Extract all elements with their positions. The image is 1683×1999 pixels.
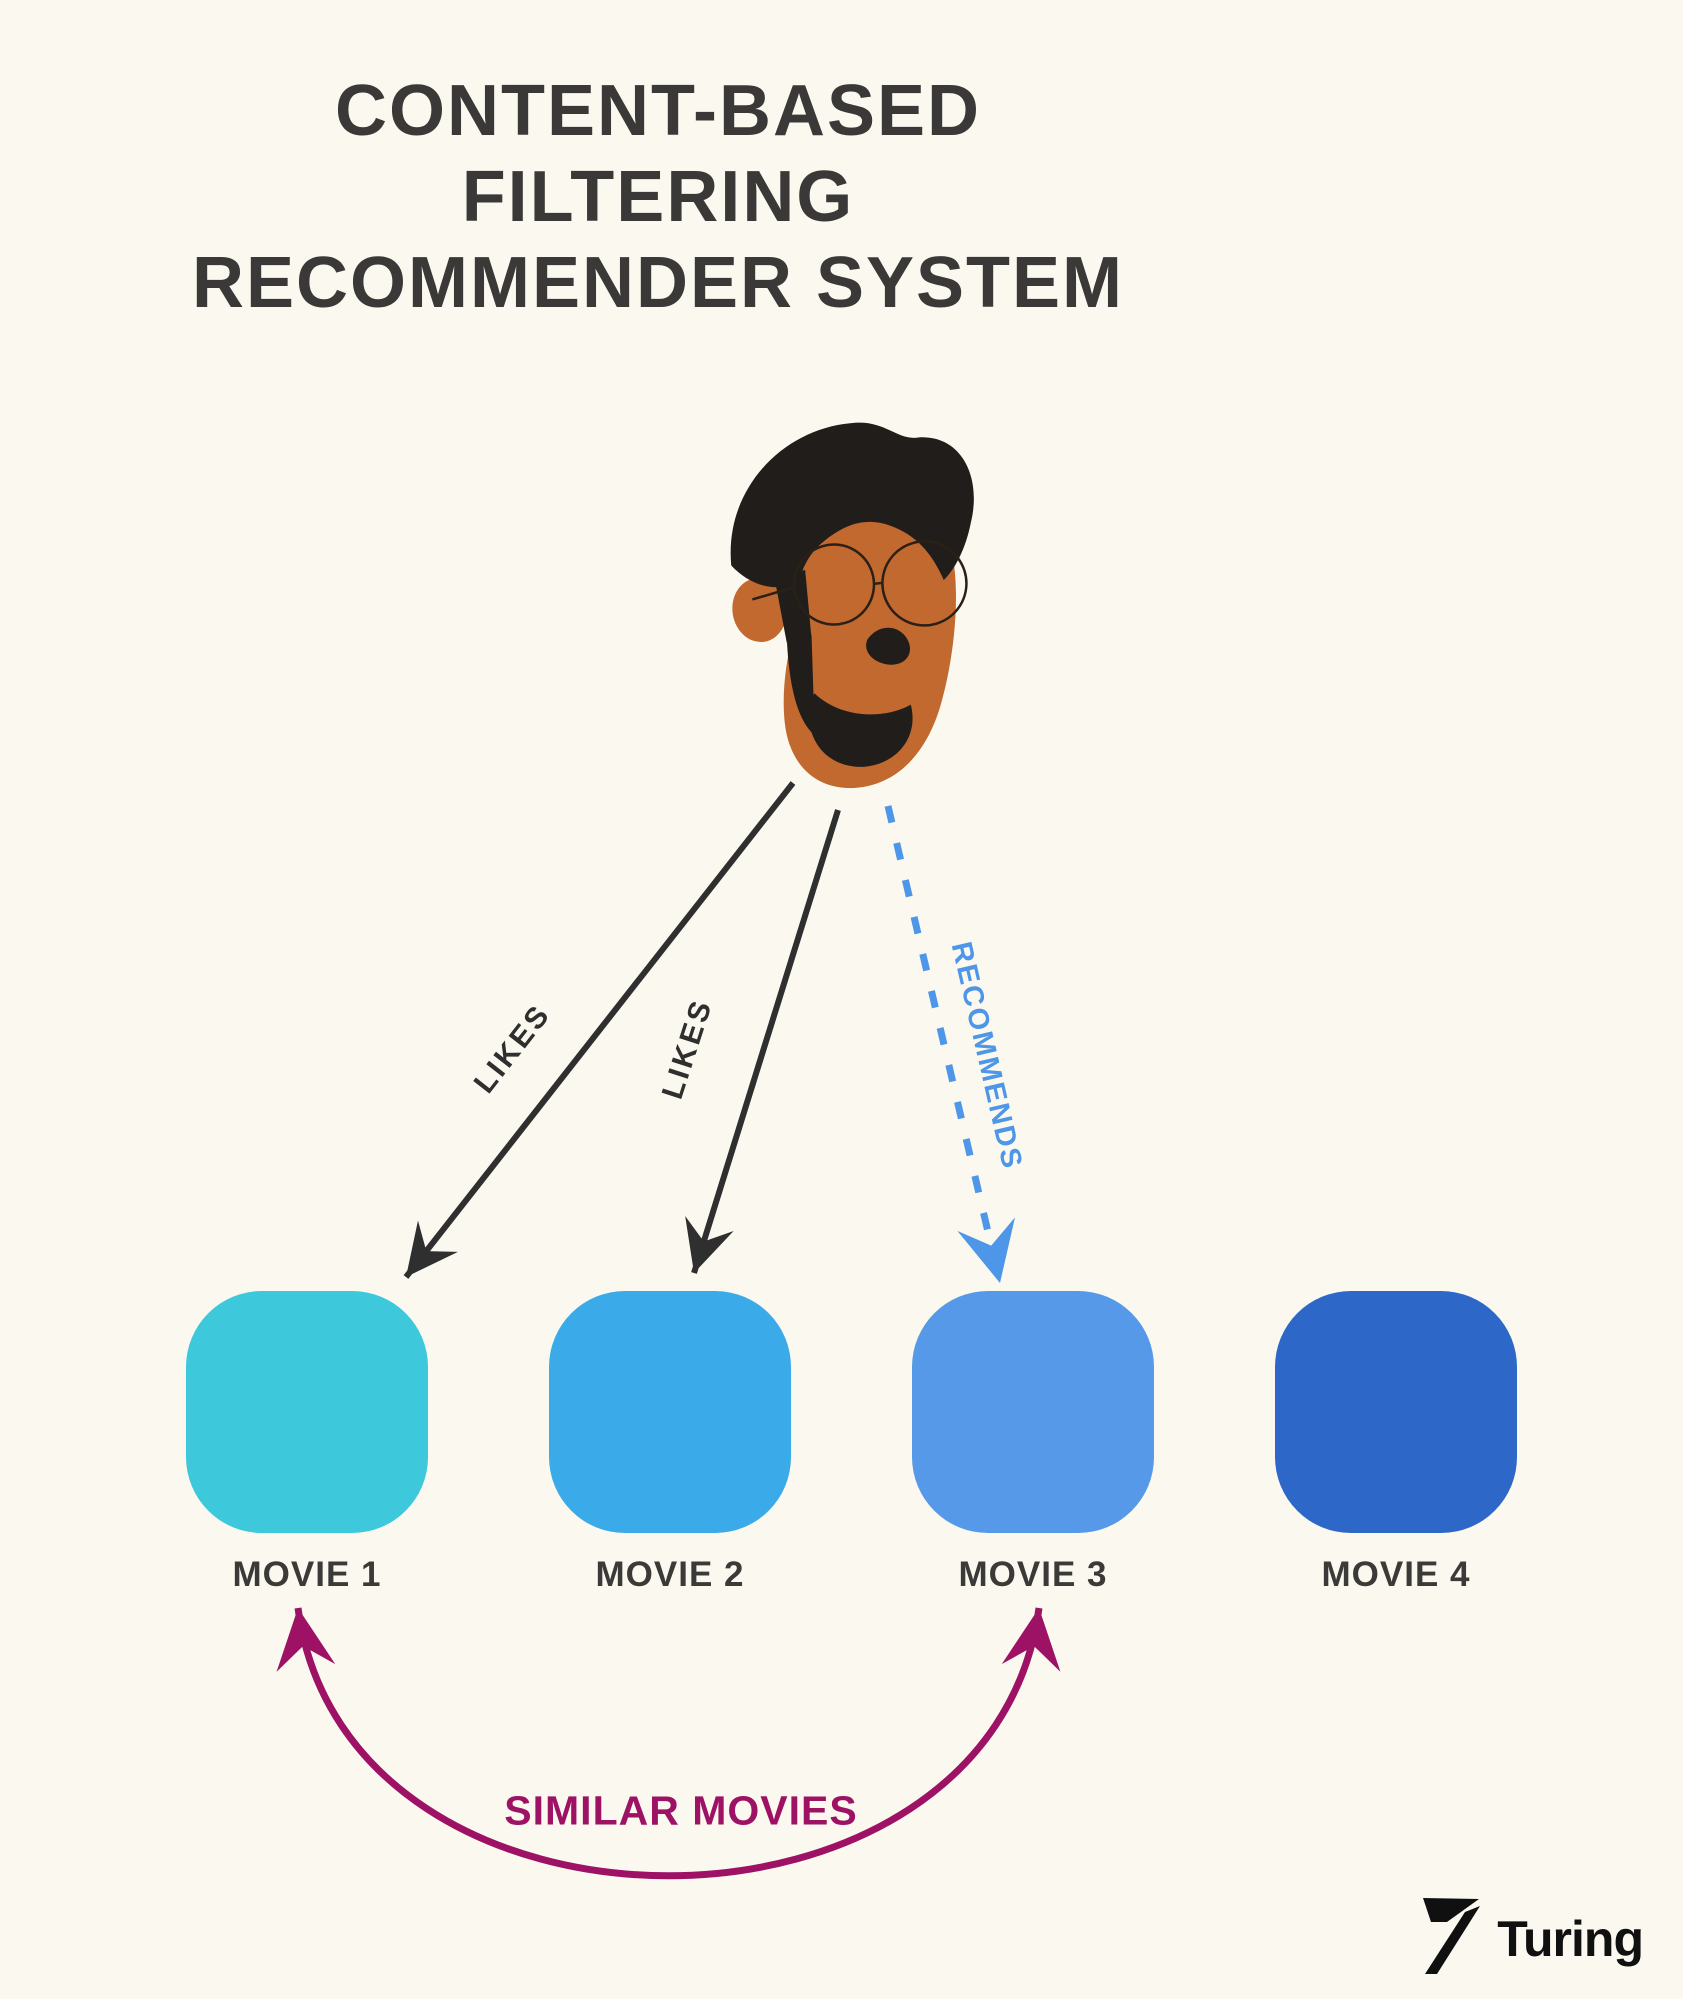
turing-logo-icon <box>1423 1898 1481 1974</box>
movie-3-poster <box>912 1291 1154 1533</box>
brand-name: Turing <box>1497 1911 1644 1967</box>
likes-arrow-movie2 <box>685 809 841 1274</box>
movie-3-label: MOVIE 3 <box>958 1555 1108 1594</box>
movie-2-poster <box>549 1291 791 1533</box>
title-line-2: RECOMMENDER SYSTEM <box>191 243 1125 323</box>
user-head-icon <box>730 422 974 789</box>
page-title: CONTENT-BASED FILTERING RECOMMENDER SYST… <box>158 68 1158 326</box>
brand-logo: Turing <box>1421 1896 1644 1976</box>
movie-card-4: MOVIE 4 <box>1275 1291 1517 1595</box>
similar-movies-curve <box>276 1607 1061 1880</box>
movie-card-1: MOVIE 1 <box>186 1291 428 1595</box>
movie-1-poster <box>186 1291 428 1533</box>
glasses-icon <box>752 540 968 627</box>
similar-movies-label: SIMILAR MOVIES <box>504 1787 858 1834</box>
likes-arrow-movie1 <box>403 781 796 1279</box>
movie-2-label: MOVIE 2 <box>595 1555 745 1594</box>
movie-card-2: MOVIE 2 <box>549 1291 791 1595</box>
movie-4-poster <box>1275 1291 1517 1533</box>
movie-card-3: MOVIE 3 <box>912 1291 1154 1595</box>
movie-4-label: MOVIE 4 <box>1321 1555 1471 1594</box>
title-line-1: CONTENT-BASED FILTERING <box>334 71 981 237</box>
movie-1-label: MOVIE 1 <box>232 1555 382 1594</box>
recommends-arrow-movie3 <box>884 805 1016 1284</box>
